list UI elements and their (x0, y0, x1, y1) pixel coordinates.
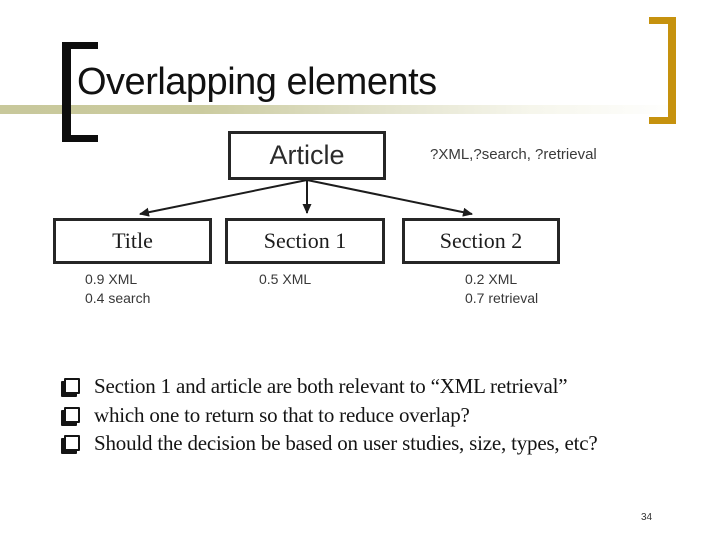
bullet-text: Section 1 and article are both relevant … (94, 374, 568, 398)
bullet-text: which one to return so that to reduce ov… (94, 402, 470, 427)
arrow-article-to-section2 (306, 179, 473, 217)
node-section1-label: Section 1 (263, 228, 347, 253)
square-bullet-icon (64, 406, 80, 423)
page-number: 34 (641, 512, 653, 523)
list-item: Should the decision be based on user stu… (61, 429, 709, 458)
title-underline-band (0, 105, 720, 114)
node-article-label: Article (269, 140, 345, 170)
bullet-text: Should the decision be based on user stu… (94, 431, 598, 456)
scores-section2: 0.2 XML 0.7 retrieval (465, 270, 538, 307)
score-line: 0.4 search (85, 289, 151, 306)
arrow-article-to-title (139, 179, 308, 217)
bullet-list: Section 1 and article are both relevant … (61, 372, 709, 458)
score-line: 0.5 XML (259, 271, 312, 287)
square-bullet-icon (64, 378, 80, 394)
list-item: which one to return so that to reduce ov… (61, 401, 709, 430)
node-section1: Section 1 (225, 218, 385, 264)
score-line: 0.2 XML (465, 271, 518, 287)
square-bullet-icon (64, 435, 80, 452)
scores-section1: 0.5 XML (259, 270, 311, 289)
node-section2-label: Section 2 (439, 228, 523, 253)
score-line: 0.7 retrieval (465, 289, 539, 306)
left-bracket-decoration (62, 42, 98, 142)
score-line: 0.9 XML (85, 271, 138, 287)
node-title: Title (53, 218, 212, 264)
tree-arrows (139, 179, 473, 217)
node-article: Article (228, 131, 386, 180)
slide-title: Overlapping elements (77, 61, 437, 103)
query-annotation: ?XML,?search, ?retrieval (430, 146, 597, 163)
list-item: Section 1 and article are both relevant … (61, 372, 709, 401)
node-title-label: Title (112, 228, 153, 253)
node-section2: Section 2 (402, 218, 560, 264)
scores-title: 0.9 XML 0.4 search (85, 270, 150, 307)
right-bracket-decoration (649, 17, 676, 124)
